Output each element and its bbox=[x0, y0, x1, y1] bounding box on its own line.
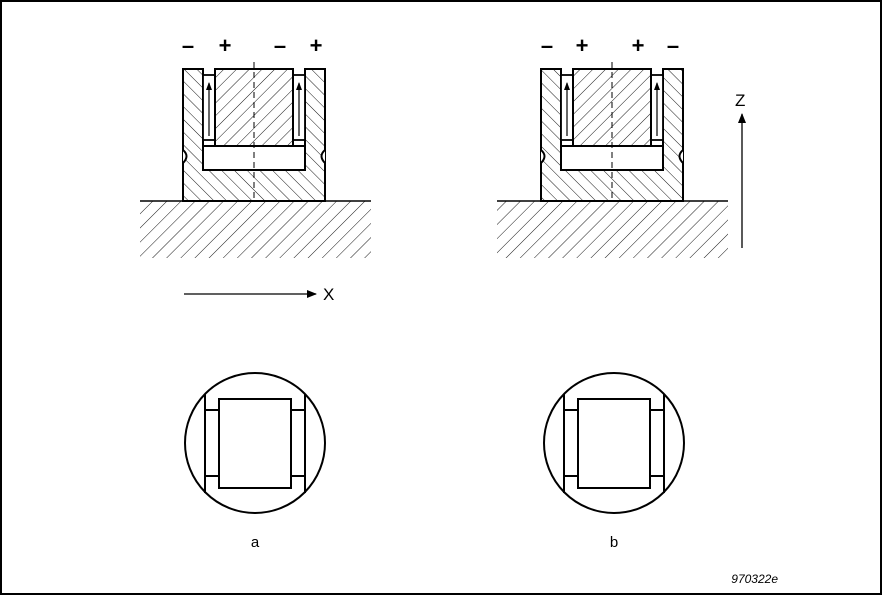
panel-a-side-view: – + – + bbox=[140, 33, 371, 258]
caption-a: a bbox=[251, 534, 260, 551]
notch-left-b bbox=[540, 149, 546, 164]
sign-b-1: – bbox=[541, 33, 553, 58]
z-axis-label: Z bbox=[735, 91, 745, 110]
top-view-mass-b bbox=[577, 398, 651, 489]
caption-b: b bbox=[610, 534, 618, 551]
notch-left-a bbox=[182, 149, 188, 164]
sign-b-4: – bbox=[667, 33, 679, 58]
sign-a-1: – bbox=[182, 33, 194, 58]
figure-reference: 970322e bbox=[731, 572, 778, 586]
panel-b-side-view: – + + – bbox=[497, 33, 728, 258]
ground-a bbox=[140, 201, 371, 258]
x-axis-label: X bbox=[323, 285, 334, 304]
sign-b-3: + bbox=[632, 33, 645, 58]
top-view-mass-a bbox=[218, 398, 292, 489]
notch-right-a bbox=[320, 149, 326, 164]
ground-b bbox=[497, 201, 728, 258]
sign-b-2: + bbox=[576, 33, 589, 58]
notch-right-b bbox=[678, 149, 684, 164]
sign-a-4: + bbox=[310, 33, 323, 58]
sign-a-3: – bbox=[274, 33, 286, 58]
panel-b-top-view bbox=[543, 372, 685, 514]
sign-a-2: + bbox=[219, 33, 232, 58]
panel-a-top-view bbox=[184, 372, 326, 514]
